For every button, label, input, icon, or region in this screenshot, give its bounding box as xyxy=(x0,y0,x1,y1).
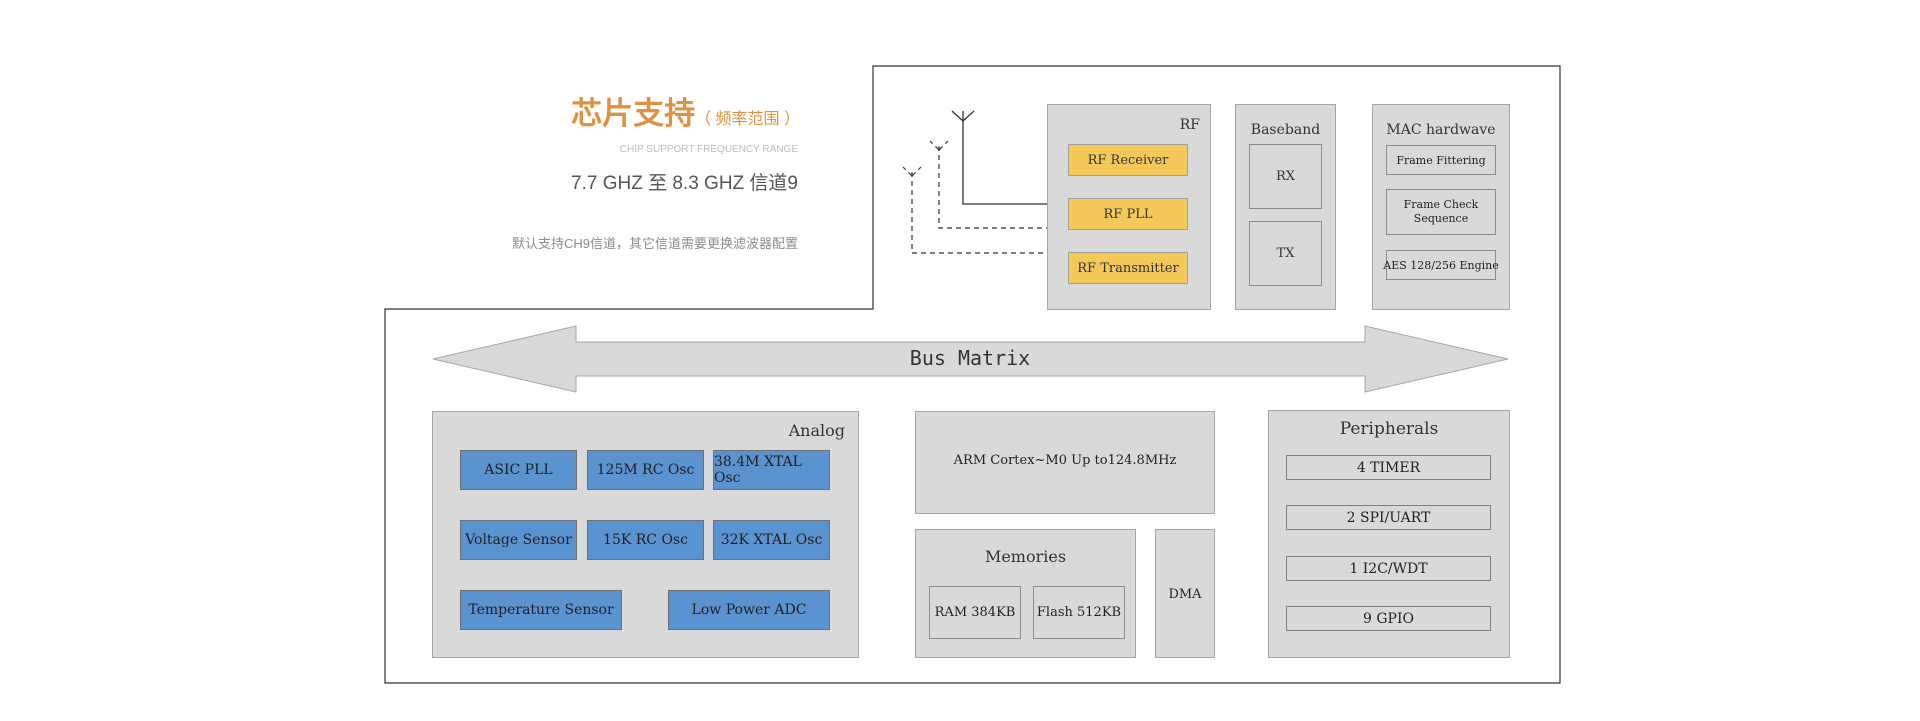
frame-check-block: Frame Check Sequence xyxy=(1386,189,1496,235)
heading-title: 芯片支持（ 频率范围 ） xyxy=(570,88,800,134)
rf-transmitter-block: RF Transmitter xyxy=(1068,252,1188,284)
tx-block: TX xyxy=(1249,221,1322,286)
channel-note: 默认支持CH9信道，其它信道需要更换滤波器配置 xyxy=(511,236,798,251)
mac-title: MAC hardwave xyxy=(1386,122,1496,138)
xtal-osc-38m-block: 38.4M XTAL Osc xyxy=(713,450,830,490)
frequency-range: 7.7 GHZ 至 8.3 GHZ 信道9 xyxy=(571,173,798,194)
rx-block: RX xyxy=(1249,144,1322,209)
heading-sub: （ 频率范围 ） xyxy=(695,111,800,128)
temperature-sensor-block: Temperature Sensor xyxy=(460,590,622,630)
bus-matrix-label: Bus Matrix xyxy=(909,346,1031,370)
rf-receiver-block: RF Receiver xyxy=(1068,144,1188,176)
voltage-sensor-block: Voltage Sensor xyxy=(460,520,577,560)
dashed-antenna-icon xyxy=(902,140,1069,254)
asic-pll-block: ASIC PLL xyxy=(460,450,577,490)
rc-osc-125m-block: 125M RC Osc xyxy=(587,450,704,490)
rc-osc-15k-block: 15K RC Osc xyxy=(587,520,704,560)
heading-main: 芯片支持 xyxy=(571,96,696,131)
heading-english: CHIP SUPPORT FREQUENCY RANGE xyxy=(619,144,798,155)
baseband-title: Baseband xyxy=(1250,122,1321,138)
dma-label: DMA xyxy=(1168,587,1202,602)
low-power-adc-block: Low Power ADC xyxy=(668,590,830,630)
xtal-osc-32k-block: 32K XTAL Osc xyxy=(713,520,830,560)
i2c-wdt-block: 1 I2C/WDT xyxy=(1286,556,1491,581)
aes-engine-block: AES 128/256 Engine xyxy=(1383,250,1499,280)
gpio-block: 9 GPIO xyxy=(1286,606,1491,631)
peripherals-title: Peripherals xyxy=(1339,419,1439,439)
timer-block: 4 TIMER xyxy=(1286,455,1491,480)
ram-block: RAM 384KB xyxy=(929,586,1021,639)
spi-uart-block: 2 SPI/UART xyxy=(1286,505,1491,530)
rf-pll-block: RF PLL xyxy=(1068,198,1188,230)
cpu-panel xyxy=(915,411,1215,514)
memories-title: Memories xyxy=(984,547,1067,566)
rf-title: RF xyxy=(1179,117,1200,133)
antenna-icon xyxy=(951,110,1069,205)
analog-title: Analog xyxy=(788,421,845,440)
flash-block: Flash 512KB xyxy=(1033,586,1125,639)
dma-panel xyxy=(1155,529,1215,658)
bus-matrix-arrow xyxy=(432,325,1509,393)
frame-filtering-block: Frame Fittering xyxy=(1386,145,1496,175)
cpu-label: ARM Cortex~M0 Up to124.8MHz xyxy=(953,453,1177,468)
